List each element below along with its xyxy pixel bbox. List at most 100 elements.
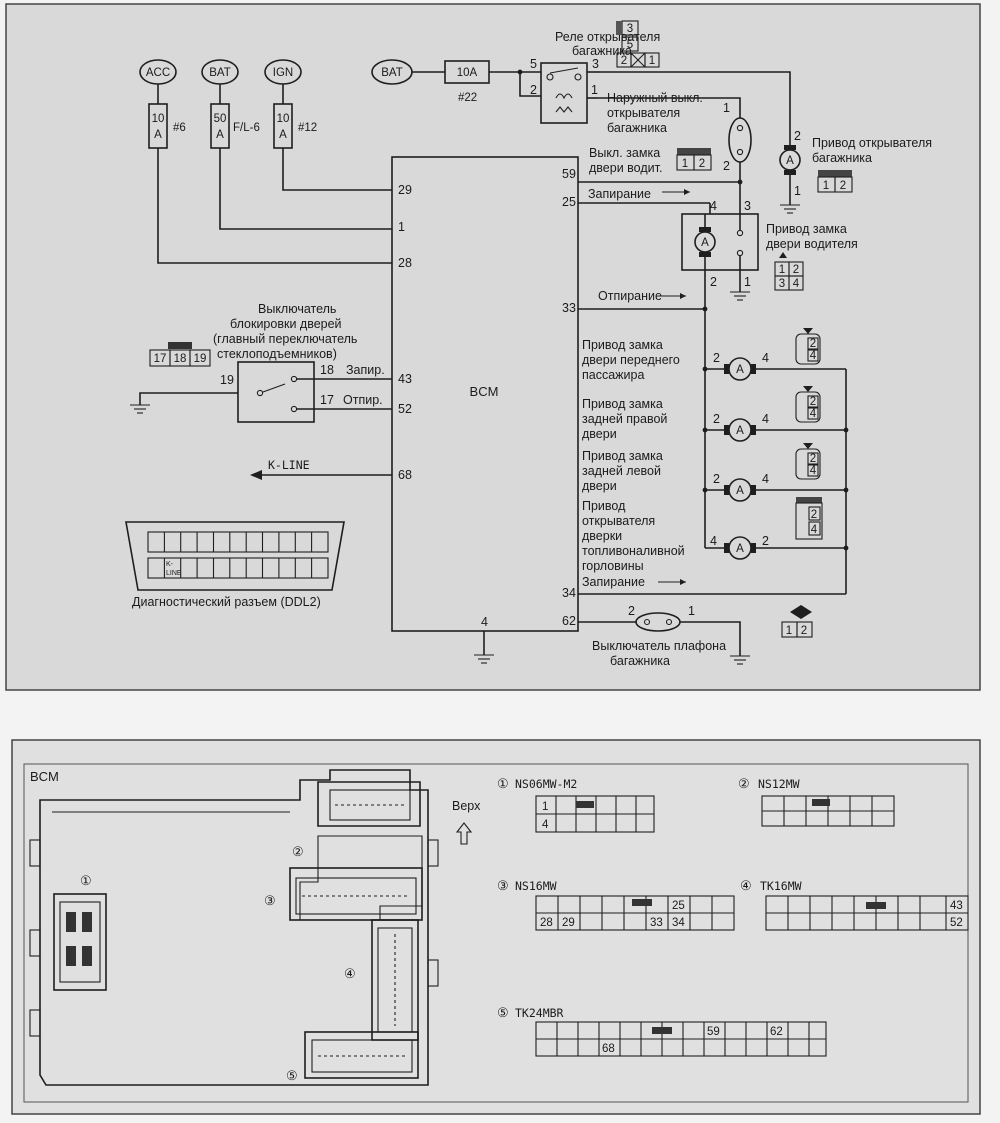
svg-text:TK24MBR: TK24MBR (515, 1006, 564, 1020)
svg-text:2: 2 (801, 625, 807, 637)
svg-text:горловины: горловины (582, 559, 644, 573)
svg-text:19: 19 (194, 353, 207, 365)
svg-text:F/L-6: F/L-6 (233, 122, 260, 134)
svg-text:1: 1 (779, 264, 785, 276)
svg-text:25: 25 (562, 195, 576, 209)
ground-icon (730, 291, 750, 301)
svg-text:A: A (701, 237, 709, 249)
svg-text:A: A (786, 155, 794, 167)
svg-text:④: ④ (740, 878, 752, 893)
svg-text:IGN: IGN (273, 67, 293, 79)
svg-text:2: 2 (794, 129, 801, 143)
svg-text:A: A (736, 364, 744, 376)
svg-text:K-: K- (166, 561, 174, 568)
svg-text:#22: #22 (458, 92, 477, 104)
svg-text:17: 17 (154, 353, 167, 365)
svg-text:28: 28 (398, 256, 412, 270)
rear-left-door-actuator: A (705, 478, 846, 502)
svg-text:TK16MW: TK16MW (760, 879, 802, 893)
svg-text:2: 2 (710, 275, 717, 289)
svg-text:10: 10 (152, 113, 165, 125)
svg-text:Реле открывателя: Реле открывателя (555, 30, 660, 44)
fuel-door-actuator-connector-icon: 2 4 (795, 497, 823, 540)
svg-text:2: 2 (840, 180, 846, 192)
svg-text:BAT: BAT (209, 67, 231, 79)
svg-text:2: 2 (762, 534, 769, 548)
schematic-panel (5, 3, 981, 691)
svg-text:Запирание: Запирание (582, 575, 645, 589)
svg-text:4: 4 (811, 524, 818, 536)
svg-text:2: 2 (810, 338, 816, 350)
svg-text:2: 2 (713, 472, 720, 486)
svg-text:1: 1 (786, 625, 792, 637)
svg-text:4: 4 (810, 350, 817, 362)
svg-text:багажника: багажника (610, 654, 670, 668)
svg-text:задней левой: задней левой (582, 464, 661, 478)
connector-5-pinout: 59 62 68 (535, 1021, 827, 1057)
housing-callout-3: ③ (264, 893, 276, 908)
svg-text:A: A (279, 129, 287, 141)
svg-text:17: 17 (320, 393, 334, 407)
svg-text:2: 2 (810, 453, 816, 465)
svg-text:62: 62 (770, 1026, 783, 1038)
svg-text:открывателя: открывателя (582, 514, 655, 528)
svg-text:Отпирание: Отпирание (598, 289, 662, 303)
trunk-opener-actuator: A (779, 145, 801, 175)
svg-text:ACC: ACC (146, 67, 170, 79)
svg-text:Привод замка: Привод замка (582, 397, 663, 411)
svg-text:4: 4 (762, 412, 769, 426)
svg-text:5: 5 (627, 39, 633, 51)
svg-text:#6: #6 (173, 122, 186, 134)
svg-text:5: 5 (530, 57, 537, 71)
svg-text:34: 34 (672, 917, 685, 929)
svg-text:2: 2 (713, 351, 720, 365)
svg-text:10A: 10A (457, 67, 478, 79)
svg-text:2: 2 (713, 412, 720, 426)
svg-text:Привод замка: Привод замка (582, 449, 663, 463)
driver-actuator-connector-icon: 1 2 3 4 (774, 252, 804, 291)
rear-right-door-actuator: A (705, 418, 846, 442)
svg-text:LINE: LINE (166, 570, 182, 577)
lamp-switch-connector-icon: 1 2 (781, 605, 813, 638)
svg-text:4: 4 (481, 615, 488, 629)
svg-text:Запир.: Запир. (346, 363, 385, 377)
svg-text:A: A (736, 485, 744, 497)
door-lock-switch-box (237, 361, 315, 423)
svg-text:4: 4 (710, 534, 717, 548)
svg-text:10: 10 (277, 113, 290, 125)
svg-text:Привод: Привод (582, 499, 626, 513)
svg-text:открывателя: открывателя (607, 106, 680, 120)
svg-text:4: 4 (810, 465, 817, 477)
svg-text:Привод открывателя: Привод открывателя (812, 136, 932, 150)
svg-text:A: A (736, 425, 744, 437)
fuel-filler-door-actuator: A (705, 536, 846, 560)
svg-text:18: 18 (174, 353, 187, 365)
ground-icon (730, 655, 750, 665)
ground-icon (780, 204, 800, 214)
connector-1-pinout: 1 4 (535, 795, 655, 833)
connector-3-pinout: 25 28 29 33 34 (535, 895, 735, 931)
svg-text:3: 3 (627, 23, 633, 35)
svg-text:Верх: Верх (452, 799, 481, 813)
connector-2-pinout (761, 795, 895, 827)
housing-callout-2: ② (292, 844, 304, 859)
svg-text:2: 2 (621, 55, 627, 67)
svg-text:Выкл. замка: Выкл. замка (589, 146, 660, 160)
svg-text:68: 68 (398, 468, 412, 482)
svg-text:BCM: BCM (30, 769, 59, 784)
svg-text:4: 4 (762, 472, 769, 486)
svg-text:19: 19 (220, 373, 234, 387)
rear-left-actuator-connector-icon: 2 4 (795, 443, 821, 480)
svg-text:Выключатель плафона: Выключатель плафона (592, 639, 726, 653)
svg-text:NS16MW: NS16MW (515, 879, 557, 893)
svg-text:Выключатель: Выключатель (258, 302, 336, 316)
svg-text:NS12MW: NS12MW (758, 777, 800, 791)
svg-text:2: 2 (628, 604, 635, 618)
svg-text:18: 18 (320, 363, 334, 377)
svg-text:2: 2 (530, 83, 537, 97)
svg-text:1: 1 (723, 101, 730, 115)
svg-text:1: 1 (688, 604, 695, 618)
svg-text:⑤: ⑤ (497, 1005, 509, 1020)
svg-text:52: 52 (398, 402, 412, 416)
connector-4-pinout: 43 52 (765, 895, 969, 931)
